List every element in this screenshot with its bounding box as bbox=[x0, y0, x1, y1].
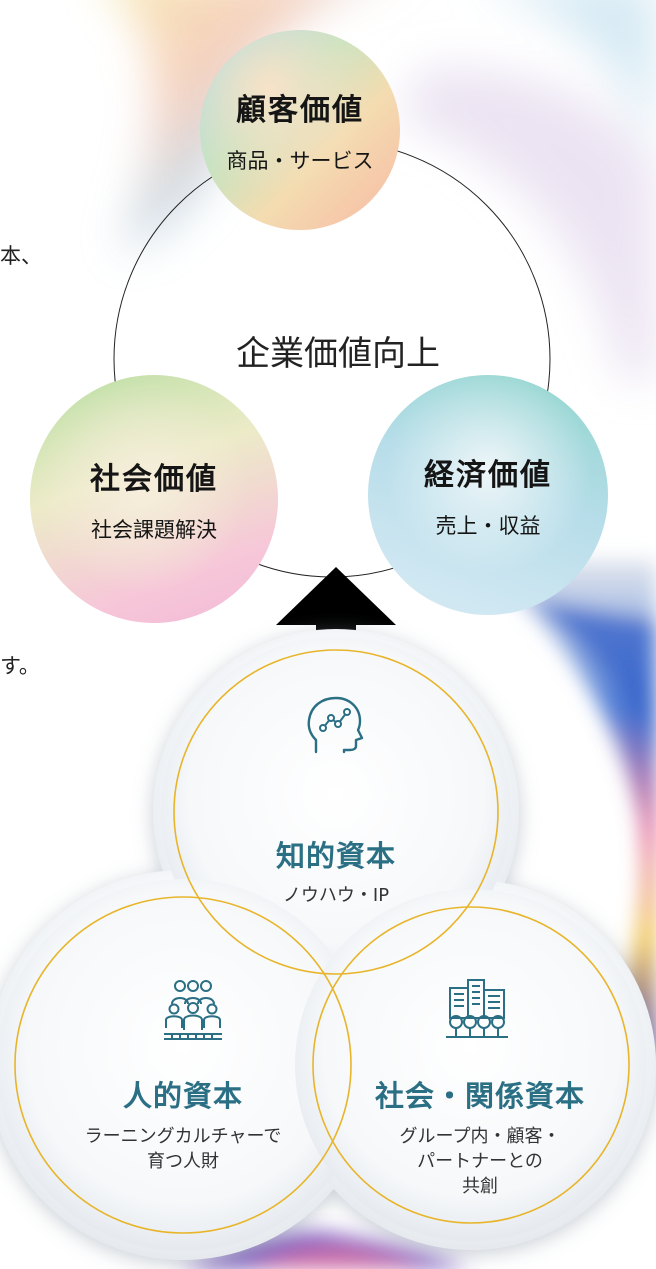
intellectual-capital-title: 知的資本 bbox=[275, 839, 396, 873]
rainbow-ribbon-right bbox=[470, 560, 656, 1060]
economic-value-circle: 経済価値 売上・収益 bbox=[368, 375, 608, 615]
social-relational-subtitle-line: パートナーとの bbox=[417, 1151, 543, 1172]
people-group-icon bbox=[164, 980, 222, 1040]
customer-value-subtitle: 商品・サービス bbox=[226, 149, 374, 173]
human-capital-subtitle: ラーニングカルチャーで 育つ人財 bbox=[43, 1124, 323, 1174]
city-buildings-icon bbox=[446, 979, 508, 1038]
customer-value-title: 顧客価値 bbox=[236, 93, 364, 128]
intellectual-capital-subtitle: ノウハウ・IP bbox=[282, 885, 390, 906]
social-relational-subtitle-line: グループ内・顧客・ bbox=[399, 1126, 561, 1147]
social-value-title: 社会価値 bbox=[90, 462, 218, 497]
social-relational-capital-subtitle: グループ内・顧客・ パートナーとの 共創 bbox=[360, 1124, 600, 1199]
venn-outlines bbox=[14, 649, 630, 1234]
economic-value-title: 経済価値 bbox=[424, 458, 552, 493]
customer-value-circle: 顧客価値 商品・サービス bbox=[200, 30, 400, 230]
text-fragment-top: 本、 bbox=[0, 244, 42, 268]
brain-head-icon bbox=[307, 696, 364, 754]
economic-value-subtitle: 売上・収益 bbox=[435, 514, 541, 538]
human-capital-title: 人的資本 bbox=[122, 1079, 243, 1113]
human-capital-subtitle-line: ラーニングカルチャーで bbox=[84, 1126, 282, 1147]
social-relational-subtitle-line: 共創 bbox=[462, 1176, 498, 1197]
social-value-circle: 社会価値 社会課題解決 bbox=[30, 375, 278, 623]
social-relational-capital-title: 社会・関係資本 bbox=[374, 1079, 585, 1113]
human-capital-subtitle-line: 育つ人財 bbox=[147, 1151, 219, 1172]
social-value-subtitle: 社会課題解決 bbox=[91, 518, 217, 542]
corporate-value-label: 企業価値向上 bbox=[236, 334, 440, 374]
up-arrow bbox=[276, 567, 396, 672]
text-fragment-bottom: す。 bbox=[0, 654, 40, 678]
